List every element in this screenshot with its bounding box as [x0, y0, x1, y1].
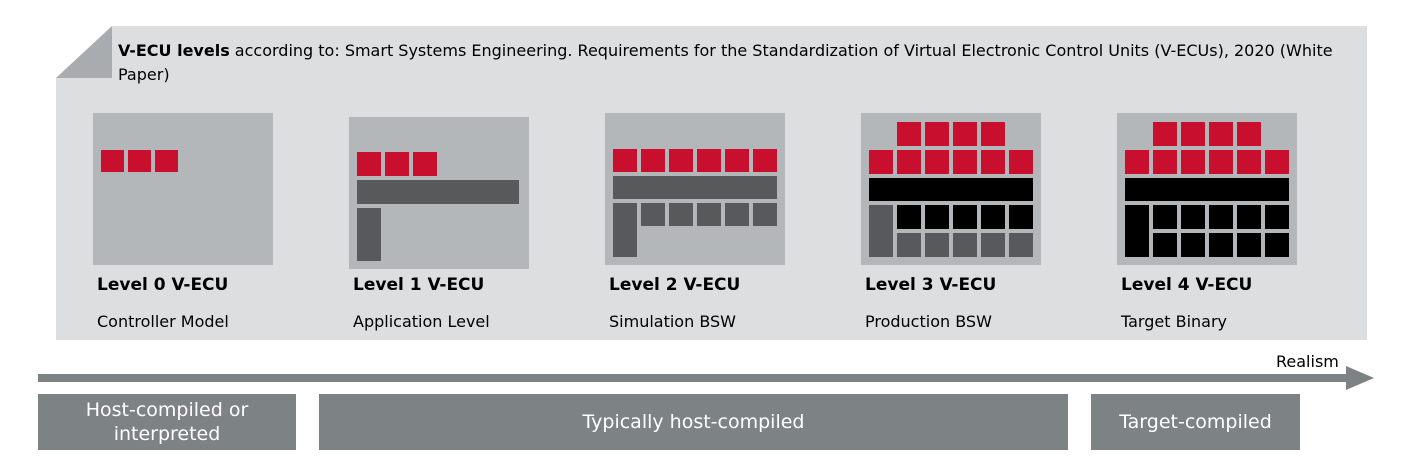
production-mcal-module	[1181, 233, 1205, 257]
app-component	[953, 150, 977, 174]
sim-bsw-module	[697, 203, 721, 226]
production-bsw-module	[981, 205, 1005, 229]
host-compiled-or-interpreted-label: Host-compiled or interpreted	[85, 399, 249, 445]
panel-header: V-ECU levels according to: Smart Systems…	[118, 39, 1348, 87]
level-3-title: Level 3 V-ECU	[865, 275, 997, 295]
typically-host-compiled-label: Typically host-compiled	[582, 411, 805, 433]
app-component	[1153, 122, 1177, 146]
sim-os-column	[869, 205, 893, 257]
sim-mcal-module	[1009, 233, 1033, 257]
sim-os-column	[613, 203, 637, 257]
app-component	[897, 150, 921, 174]
level-4-subtitle: Target Binary	[1121, 312, 1227, 331]
level-1-subtitle: Application Level	[353, 312, 490, 331]
production-bsw-module	[1181, 205, 1205, 229]
host-compiled-or-interpreted-bar: Host-compiled or interpreted	[38, 394, 296, 450]
app-component	[697, 149, 721, 172]
app-component	[155, 150, 178, 172]
production-mcal-module	[1265, 233, 1289, 257]
realism-arrow-head-icon	[1346, 366, 1374, 390]
level-2-subtitle: Simulation BSW	[609, 312, 736, 331]
app-component	[1209, 122, 1233, 146]
level-4-title: Level 4 V-ECU	[1121, 275, 1253, 295]
app-component	[1237, 150, 1261, 174]
app-component	[753, 149, 777, 172]
level-2-diagram	[605, 113, 785, 265]
level-1-title: Level 1 V-ECU	[353, 275, 485, 295]
app-component	[897, 122, 921, 146]
production-bsw-module	[1209, 205, 1233, 229]
app-component	[981, 122, 1005, 146]
app-component	[1181, 150, 1205, 174]
production-bsw-module	[1265, 205, 1289, 229]
production-mcal-module	[1153, 233, 1177, 257]
app-component	[1125, 150, 1149, 174]
production-bsw-module	[1009, 205, 1033, 229]
app-component	[953, 122, 977, 146]
header-text: according to: Smart Systems Engineering.…	[118, 41, 1333, 84]
level-4-diagram	[1117, 113, 1297, 265]
sim-bsw-module	[753, 203, 777, 226]
level-0-title: Level 0 V-ECU	[97, 275, 229, 295]
app-component	[1237, 122, 1261, 146]
production-mcal-module	[1237, 233, 1261, 257]
sim-bsw-module	[725, 203, 749, 226]
app-component	[669, 149, 693, 172]
production-rte-bar	[869, 178, 1033, 201]
realism-label: Realism	[1276, 352, 1339, 371]
app-component	[1265, 150, 1289, 174]
production-os-column	[1125, 205, 1149, 257]
level-0-diagram	[93, 113, 273, 265]
level-0-subtitle: Controller Model	[97, 312, 229, 331]
sim-bsw-module	[669, 203, 693, 226]
production-bsw-module	[1237, 205, 1261, 229]
level-2-title: Level 2 V-ECU	[609, 275, 741, 295]
sim-mcal-module	[897, 233, 921, 257]
header-bold: V-ECU levels	[118, 41, 230, 60]
app-component	[385, 152, 409, 176]
app-component	[925, 122, 949, 146]
app-component	[725, 149, 749, 172]
production-rte-bar	[1125, 178, 1289, 201]
production-bsw-module	[953, 205, 977, 229]
app-component	[869, 150, 893, 174]
app-component	[925, 150, 949, 174]
level-1-diagram	[349, 117, 529, 269]
app-component	[1209, 150, 1233, 174]
realism-arrow-line	[38, 374, 1350, 382]
target-compiled-label: Target-compiled	[1119, 411, 1272, 433]
level-3-diagram	[861, 113, 1041, 265]
production-mcal-module	[1209, 233, 1233, 257]
app-component	[357, 152, 381, 176]
app-component	[613, 149, 637, 172]
production-bsw-module	[925, 205, 949, 229]
sim-rte-bar	[613, 176, 777, 199]
app-component	[981, 150, 1005, 174]
app-component	[413, 152, 437, 176]
typically-host-compiled-bar: Typically host-compiled	[319, 394, 1068, 450]
app-component	[101, 150, 124, 172]
sim-mcal-module	[953, 233, 977, 257]
app-component	[128, 150, 151, 172]
production-bsw-module	[1153, 205, 1177, 229]
app-component	[1153, 150, 1177, 174]
sim-os-column	[357, 208, 381, 261]
folded-corner	[56, 26, 112, 78]
sim-mcal-module	[925, 233, 949, 257]
app-component	[1181, 122, 1205, 146]
app-component	[1009, 150, 1033, 174]
target-compiled-bar: Target-compiled	[1091, 394, 1300, 450]
sim-rte-bar	[357, 180, 519, 204]
app-component	[641, 149, 665, 172]
sim-bsw-module	[641, 203, 665, 226]
production-bsw-module	[897, 205, 921, 229]
level-3-subtitle: Production BSW	[865, 312, 992, 331]
sim-mcal-module	[981, 233, 1005, 257]
